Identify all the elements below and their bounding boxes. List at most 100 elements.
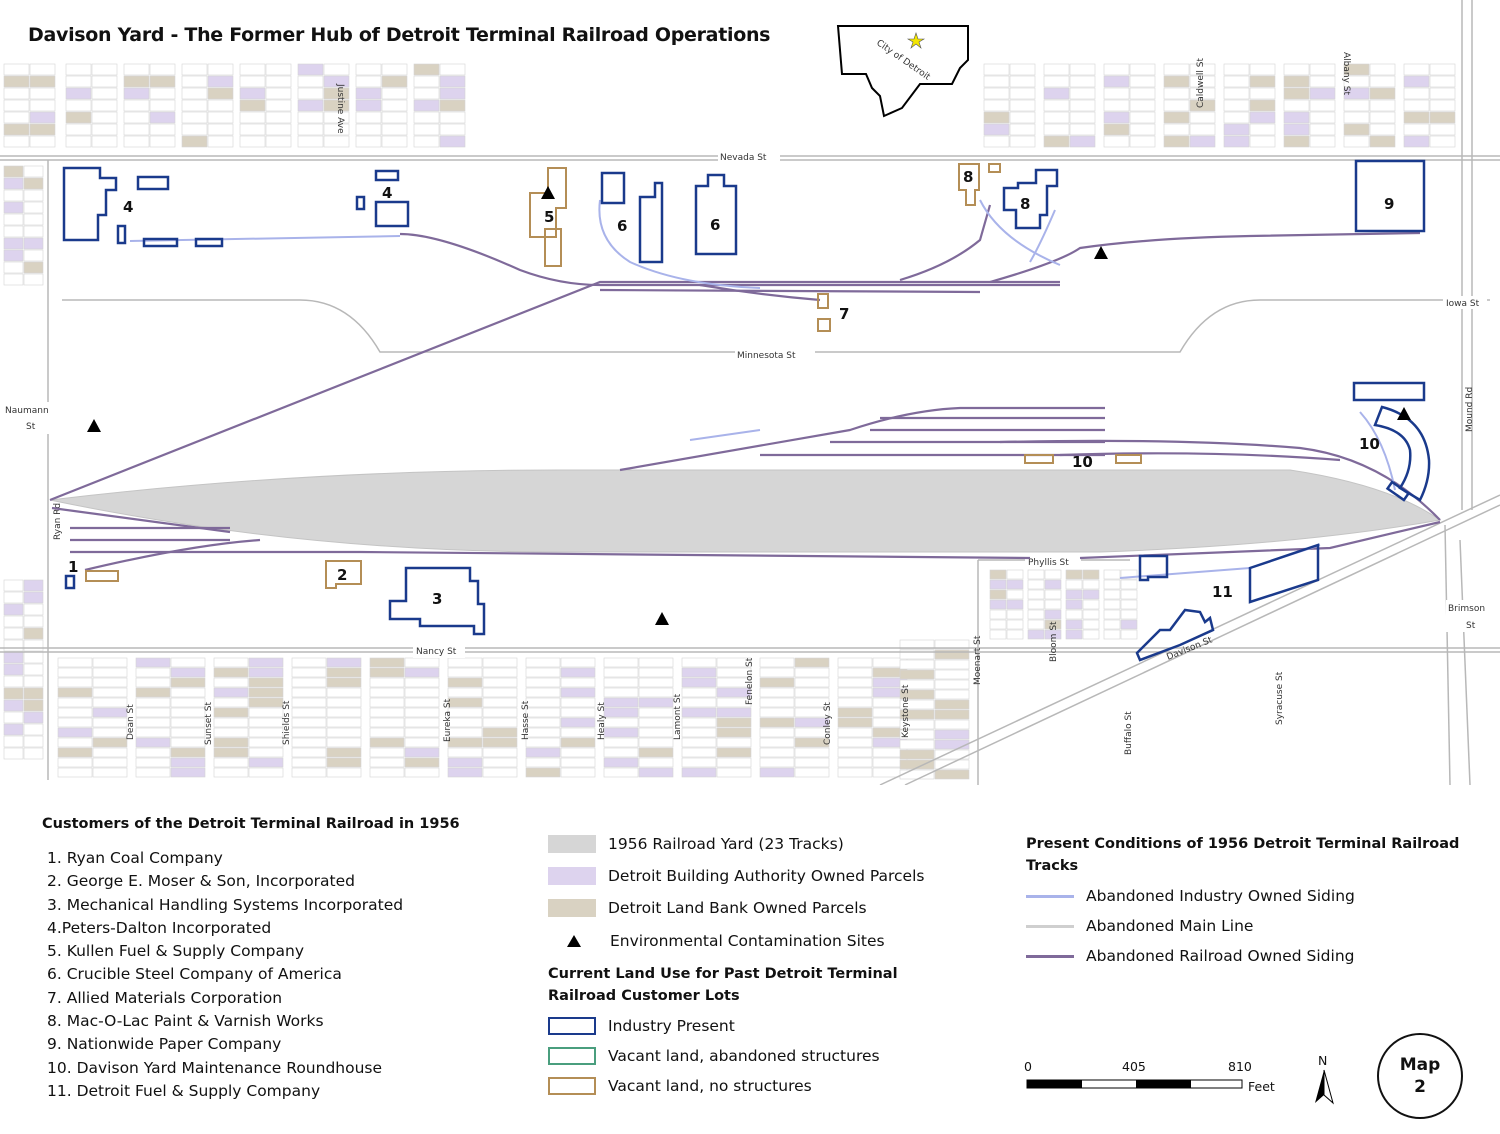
parcel xyxy=(1120,599,1138,610)
parcel xyxy=(381,75,408,88)
lot-6-a xyxy=(600,171,626,205)
lot-4-justine-a xyxy=(374,169,400,182)
lot-11-c xyxy=(1135,608,1215,662)
parcel xyxy=(1120,609,1138,620)
parcel xyxy=(1103,609,1121,620)
parcel xyxy=(1129,123,1156,136)
parcel xyxy=(135,677,171,688)
parcel xyxy=(934,659,970,670)
parcel xyxy=(1006,599,1024,610)
parcel xyxy=(447,767,483,778)
parcel xyxy=(57,687,93,698)
railroad-owned-siding-tracks xyxy=(49,204,1441,572)
parcel xyxy=(1163,123,1190,136)
parcel xyxy=(23,201,44,214)
north-arrow-icon xyxy=(1315,1069,1334,1105)
parcel xyxy=(1065,569,1083,580)
parcel xyxy=(638,737,674,748)
parcel xyxy=(681,697,717,708)
parcel xyxy=(1103,619,1121,630)
parcel xyxy=(65,123,92,136)
parcel xyxy=(1103,599,1121,610)
parcel xyxy=(1120,589,1138,600)
parcel xyxy=(759,747,795,758)
dba-swatch xyxy=(548,867,596,885)
parcel xyxy=(525,757,561,768)
parcel xyxy=(92,657,128,668)
parcel xyxy=(248,767,284,778)
parcel xyxy=(1009,123,1036,136)
parcel xyxy=(369,757,405,768)
roads xyxy=(0,0,1500,786)
parcel xyxy=(1249,63,1276,76)
parcel xyxy=(525,677,561,688)
parcel xyxy=(213,667,249,678)
parcel xyxy=(794,767,830,778)
parcel xyxy=(355,111,382,124)
parcel xyxy=(207,87,234,100)
parcel xyxy=(934,669,970,680)
parcel xyxy=(447,657,483,668)
parcel xyxy=(92,727,128,738)
lot-7-b xyxy=(817,318,831,332)
parcel xyxy=(135,707,171,718)
parcel xyxy=(1249,87,1276,100)
parcel xyxy=(482,717,518,728)
parcel xyxy=(326,707,362,718)
parcel xyxy=(3,165,24,178)
land-use-heading: Current Land Use for Past Detroit Termin… xyxy=(548,966,898,1004)
parcel xyxy=(57,657,93,668)
parcel xyxy=(447,697,483,708)
brimson-st-label-1: Brimson xyxy=(1448,604,1485,614)
parcel xyxy=(404,727,440,738)
parcel xyxy=(248,737,284,748)
parcel xyxy=(135,757,171,768)
parcel xyxy=(123,75,150,88)
parcel xyxy=(57,677,93,688)
parcel xyxy=(1369,75,1396,88)
parcel xyxy=(135,737,171,748)
parcel xyxy=(681,657,717,668)
parcel xyxy=(291,657,327,668)
parcel xyxy=(899,739,935,750)
parcel xyxy=(213,677,249,688)
parcel xyxy=(170,737,206,748)
legend-panel: Customers of the Detroit Terminal Railro… xyxy=(0,785,1500,1134)
parcel xyxy=(989,619,1007,630)
parcel xyxy=(23,213,44,226)
parcel xyxy=(181,63,208,76)
parcel xyxy=(91,111,118,124)
parcel xyxy=(239,99,266,112)
parcel xyxy=(1044,569,1062,580)
railroad-yard-1956 xyxy=(49,469,1442,553)
parcel xyxy=(413,99,440,112)
lot-4-bar xyxy=(142,237,179,248)
parcel xyxy=(213,757,249,768)
parcel xyxy=(355,99,382,112)
parcel xyxy=(23,273,44,286)
parcel xyxy=(603,747,639,758)
parcel xyxy=(65,99,92,112)
parcel xyxy=(369,697,405,708)
parcel xyxy=(3,111,30,124)
parcel xyxy=(983,99,1010,112)
parcel xyxy=(326,767,362,778)
parcel xyxy=(326,677,362,688)
parcel xyxy=(681,707,717,718)
parcel xyxy=(29,99,56,112)
parcel xyxy=(265,87,292,100)
parcel xyxy=(716,727,752,738)
parcel xyxy=(3,687,24,700)
iowa-st-label: Iowa St xyxy=(1446,299,1480,309)
parcel xyxy=(57,667,93,678)
parcel xyxy=(716,767,752,778)
parcel xyxy=(482,707,518,718)
parcel xyxy=(323,111,350,124)
parcel xyxy=(1369,99,1396,112)
parcel xyxy=(57,757,93,768)
parcel xyxy=(681,677,717,688)
parcel xyxy=(91,135,118,148)
parcel xyxy=(265,111,292,124)
parcel xyxy=(207,99,234,112)
customer-list-item: 2. George E. Moser & Son, Incorporated xyxy=(47,872,355,891)
